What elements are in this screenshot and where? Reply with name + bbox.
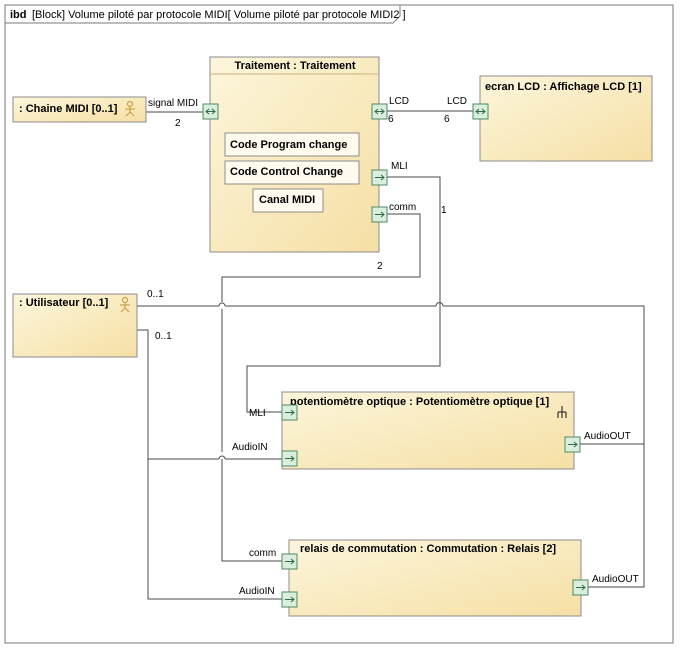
port-in-arrow-icon [375, 174, 385, 181]
port-pot-mli[interactable] [281, 404, 298, 421]
port-label-comm: comm [249, 548, 276, 559]
port-label-audioin: AudioIN [232, 442, 268, 453]
connectors [137, 110, 645, 600]
part-utilisateur[interactable]: : Utilisateur [0..1] [12, 293, 138, 358]
connector-user-audioout-relais[interactable] [137, 305, 645, 588]
multiplicity: 2 [377, 261, 383, 272]
part-potentiometre-optique[interactable]: potentiomètre optique : Potentiomètre op… [281, 391, 575, 470]
frame-title: [Block] Volume piloté par protocole MIDI… [32, 9, 406, 21]
part-traitement[interactable]: Traitement : Traitement Code Program cha… [209, 56, 380, 253]
frame-kind: ibd [10, 9, 27, 21]
multiplicity: 6 [444, 114, 450, 125]
part-title: : Utilisateur [0..1] [19, 297, 109, 309]
port-label-audioout: AudioOUT [592, 574, 639, 585]
part-title: relais de commutation : Commutation : Re… [300, 543, 556, 555]
decomposition-icon [557, 406, 567, 418]
port-in-arrow-icon [285, 596, 295, 603]
port-label-audioin: AudioIN [239, 586, 275, 597]
port-inout-arrow-icon [475, 108, 486, 115]
port-label-audioout: AudioOUT [584, 431, 631, 442]
port-in-arrow-icon [285, 558, 295, 565]
traitement-item-canal-midi[interactable]: Canal MIDI [252, 188, 324, 213]
port-mli-out[interactable] [371, 169, 388, 186]
connector-user-audioin-relais[interactable] [137, 329, 282, 600]
port-pot-audioin[interactable] [281, 450, 298, 467]
port-in-arrow-icon [285, 455, 295, 462]
multiplicity: 2 [175, 118, 181, 129]
port-signal-midi[interactable] [202, 103, 219, 120]
part-title: ecran LCD : Affichage LCD [1] [485, 81, 642, 93]
item-label: Code Control Change [230, 166, 343, 178]
port-label-signal-midi: signal MIDI [148, 98, 198, 109]
part-title: potentiomètre optique : Potentiomètre op… [290, 396, 549, 408]
port-relais-comm[interactable] [281, 553, 298, 570]
connector-comm[interactable] [221, 213, 421, 562]
part-title: Traitement : Traitement [234, 60, 355, 72]
traitement-item-program-change[interactable]: Code Program change [224, 132, 360, 157]
multiplicity: 0..1 [147, 289, 164, 300]
port-label-comm: comm [389, 202, 416, 213]
port-in-arrow-icon [576, 584, 586, 591]
item-label: Canal MIDI [259, 194, 315, 206]
connector-mli[interactable] [246, 176, 441, 413]
part-ecran-lcd[interactable]: ecran LCD : Affichage LCD [1] [479, 75, 653, 162]
part-title: : Chaine MIDI [0..1] [19, 103, 118, 115]
port-label-lcd: LCD [389, 96, 409, 107]
multiplicity: 6 [388, 114, 394, 125]
port-comm-out[interactable] [371, 206, 388, 223]
connector-hop [218, 302, 226, 307]
port-relais-audioout[interactable] [572, 579, 589, 596]
port-label-lcd: LCD [447, 96, 467, 107]
port-lcd-out[interactable] [371, 103, 388, 120]
connector-hop [435, 302, 444, 307]
port-label-mli: MLI [391, 161, 408, 172]
item-label: Code Program change [230, 139, 347, 151]
port-label-mli: MLI [249, 408, 266, 419]
traitement-item-control-change[interactable]: Code Control Change [224, 160, 360, 185]
port-lcd-in[interactable] [472, 103, 489, 120]
port-pot-audioout[interactable] [564, 436, 581, 453]
actor-icon [125, 100, 135, 117]
port-relais-audioin[interactable] [281, 591, 298, 608]
part-relais-commutation[interactable]: relais de commutation : Commutation : Re… [288, 539, 582, 617]
actor-icon [120, 296, 130, 313]
port-in-arrow-icon [375, 211, 385, 218]
port-in-arrow-icon [285, 409, 295, 416]
multiplicity: 0..1 [155, 331, 172, 342]
connector-hop [218, 455, 226, 460]
port-inout-arrow-icon [374, 108, 385, 115]
multiplicity: 1 [441, 205, 447, 216]
port-inout-arrow-icon [205, 108, 216, 115]
port-in-arrow-icon [568, 441, 578, 448]
part-chaine-midi[interactable]: : Chaine MIDI [0..1] [12, 96, 147, 123]
